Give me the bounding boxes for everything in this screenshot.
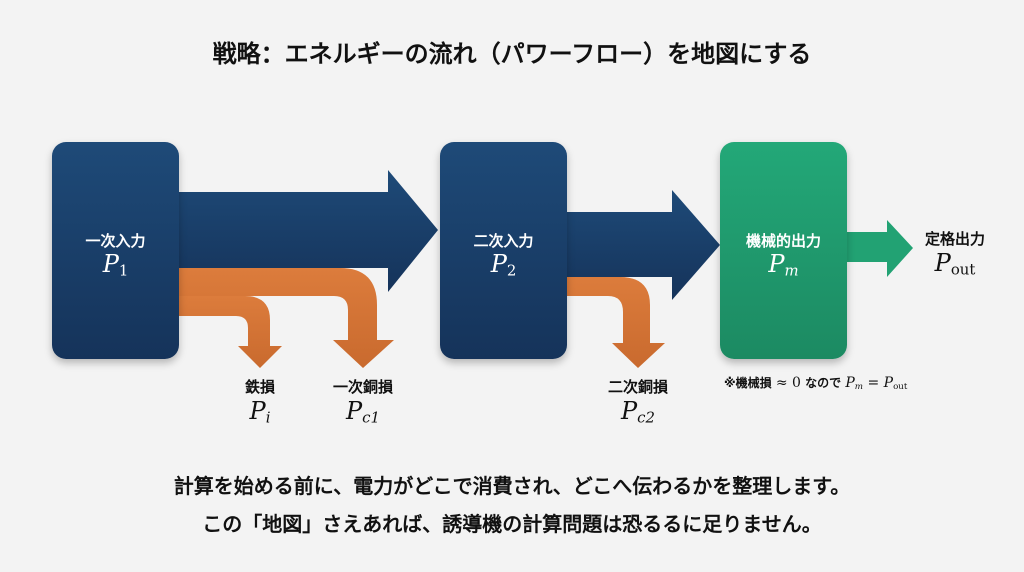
secondary-copper-loss-caption: 二次銅損 Pc2 xyxy=(578,376,698,427)
secondary-copper-loss-label: 二次銅損 xyxy=(607,378,668,396)
mechanical-output-label: 機械的出力 xyxy=(745,232,821,250)
iron-loss-caption: 鉄損 Pi xyxy=(200,376,320,427)
primary-copper-loss-symbol: Pc1 xyxy=(346,397,380,427)
primary-copper-loss-label: 一次銅損 xyxy=(332,378,393,396)
secondary-input-box: 二次入力 P2 xyxy=(440,142,567,359)
iron-loss-label: 鉄損 xyxy=(244,378,275,396)
slide-title: 戦略：エネルギーの流れ（パワーフロー）を地図にする xyxy=(212,40,812,68)
primary-input-symbol: P1 xyxy=(102,250,129,280)
loss-arrow-iron xyxy=(179,296,282,368)
note-equation: Pm = Pout xyxy=(845,375,908,393)
mechanical-output-box: 機械的出力 Pm xyxy=(720,142,847,359)
mechanical-loss-note: ※機械損 ≈ 0 なので Pm = Pout xyxy=(724,374,907,392)
flow-arrow-pm-to-pout xyxy=(847,220,913,277)
flow-arrow-p2-to-pm xyxy=(567,190,720,300)
secondary-input-label: 二次入力 xyxy=(473,232,534,250)
rated-output-symbol: Pout xyxy=(934,249,976,279)
primary-copper-loss-caption: 一次銅損 Pc1 xyxy=(303,376,423,427)
primary-input-box: 一次入力 P1 xyxy=(52,142,179,359)
primary-input-label: 一次入力 xyxy=(85,232,146,250)
flow-arrow-p1-to-p2 xyxy=(179,170,438,292)
rated-output-label: 定格出力 xyxy=(924,230,985,248)
rated-output-caption: 定格出力 Pout xyxy=(895,228,1015,279)
body-text-line-2: この「地図」さえあれば、誘導機の計算問題は恐るるに足りません。 xyxy=(202,512,822,536)
body-text-line-1: 計算を始める前に、電力がどこで消費され、どこへ伝わるかを整理します。 xyxy=(173,474,851,498)
note-prefix: ※機械損 xyxy=(724,376,772,390)
loss-arrow-primary-copper xyxy=(179,268,394,368)
loss-arrow-secondary-copper xyxy=(567,277,665,368)
note-middle: なので xyxy=(805,376,842,390)
secondary-input-symbol: P2 xyxy=(490,250,517,280)
iron-loss-symbol: Pi xyxy=(249,397,271,427)
mechanical-output-symbol: Pm xyxy=(768,250,799,280)
note-approx: ≈ 0 xyxy=(775,375,801,391)
secondary-copper-loss-symbol: Pc2 xyxy=(621,397,655,427)
